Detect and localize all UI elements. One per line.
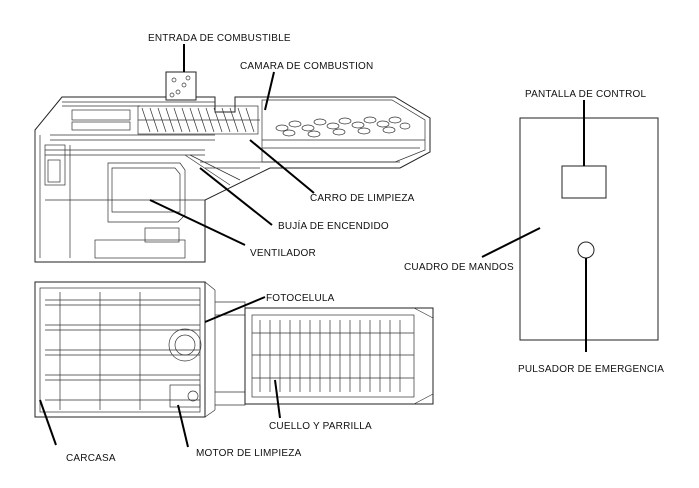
control-screen: [561, 165, 607, 199]
grate-bars: [252, 320, 414, 392]
label-neck-grate: CUELLO Y PARRILLA: [269, 421, 372, 432]
label-casing: CARCASA: [66, 453, 116, 464]
label-ignition-plug: BUJÍA DE ENCENDIDO: [278, 219, 389, 232]
fuel-inlet-tube: [165, 71, 197, 101]
label-emergency-button: PULSADOR DE EMERGENCIA: [518, 364, 664, 375]
labels: ENTRADA DE COMBUSTIBLE CAMARA DE COMBUST…: [66, 33, 664, 464]
burner-top-view: [34, 281, 434, 418]
label-fan: VENTILADOR: [250, 248, 316, 259]
label-fuel-inlet: ENTRADA DE COMBUSTIBLE: [148, 33, 291, 44]
label-control-screen: PANTALLA DE CONTROL: [525, 89, 646, 100]
label-control-panel: CUADRO DE MANDOS: [404, 262, 514, 273]
label-photocell: FOTOCELULA: [266, 293, 335, 304]
control-panel-box: [519, 117, 659, 341]
leader-lines: [39, 44, 587, 448]
label-cleaning-carriage: CARRO DE LIMPIEZA: [310, 193, 415, 204]
label-cleaning-motor: MOTOR DE LIMPIEZA: [196, 448, 302, 459]
label-combustion-chamber: CAMARA DE COMBUSTION: [240, 61, 373, 72]
grate-frame: [244, 307, 434, 405]
burner-side-view: [34, 71, 431, 263]
pellet-pile: [275, 116, 411, 138]
emergency-button: [577, 241, 595, 259]
control-panel: [519, 117, 659, 341]
cleaning-motor-body: [169, 384, 201, 408]
